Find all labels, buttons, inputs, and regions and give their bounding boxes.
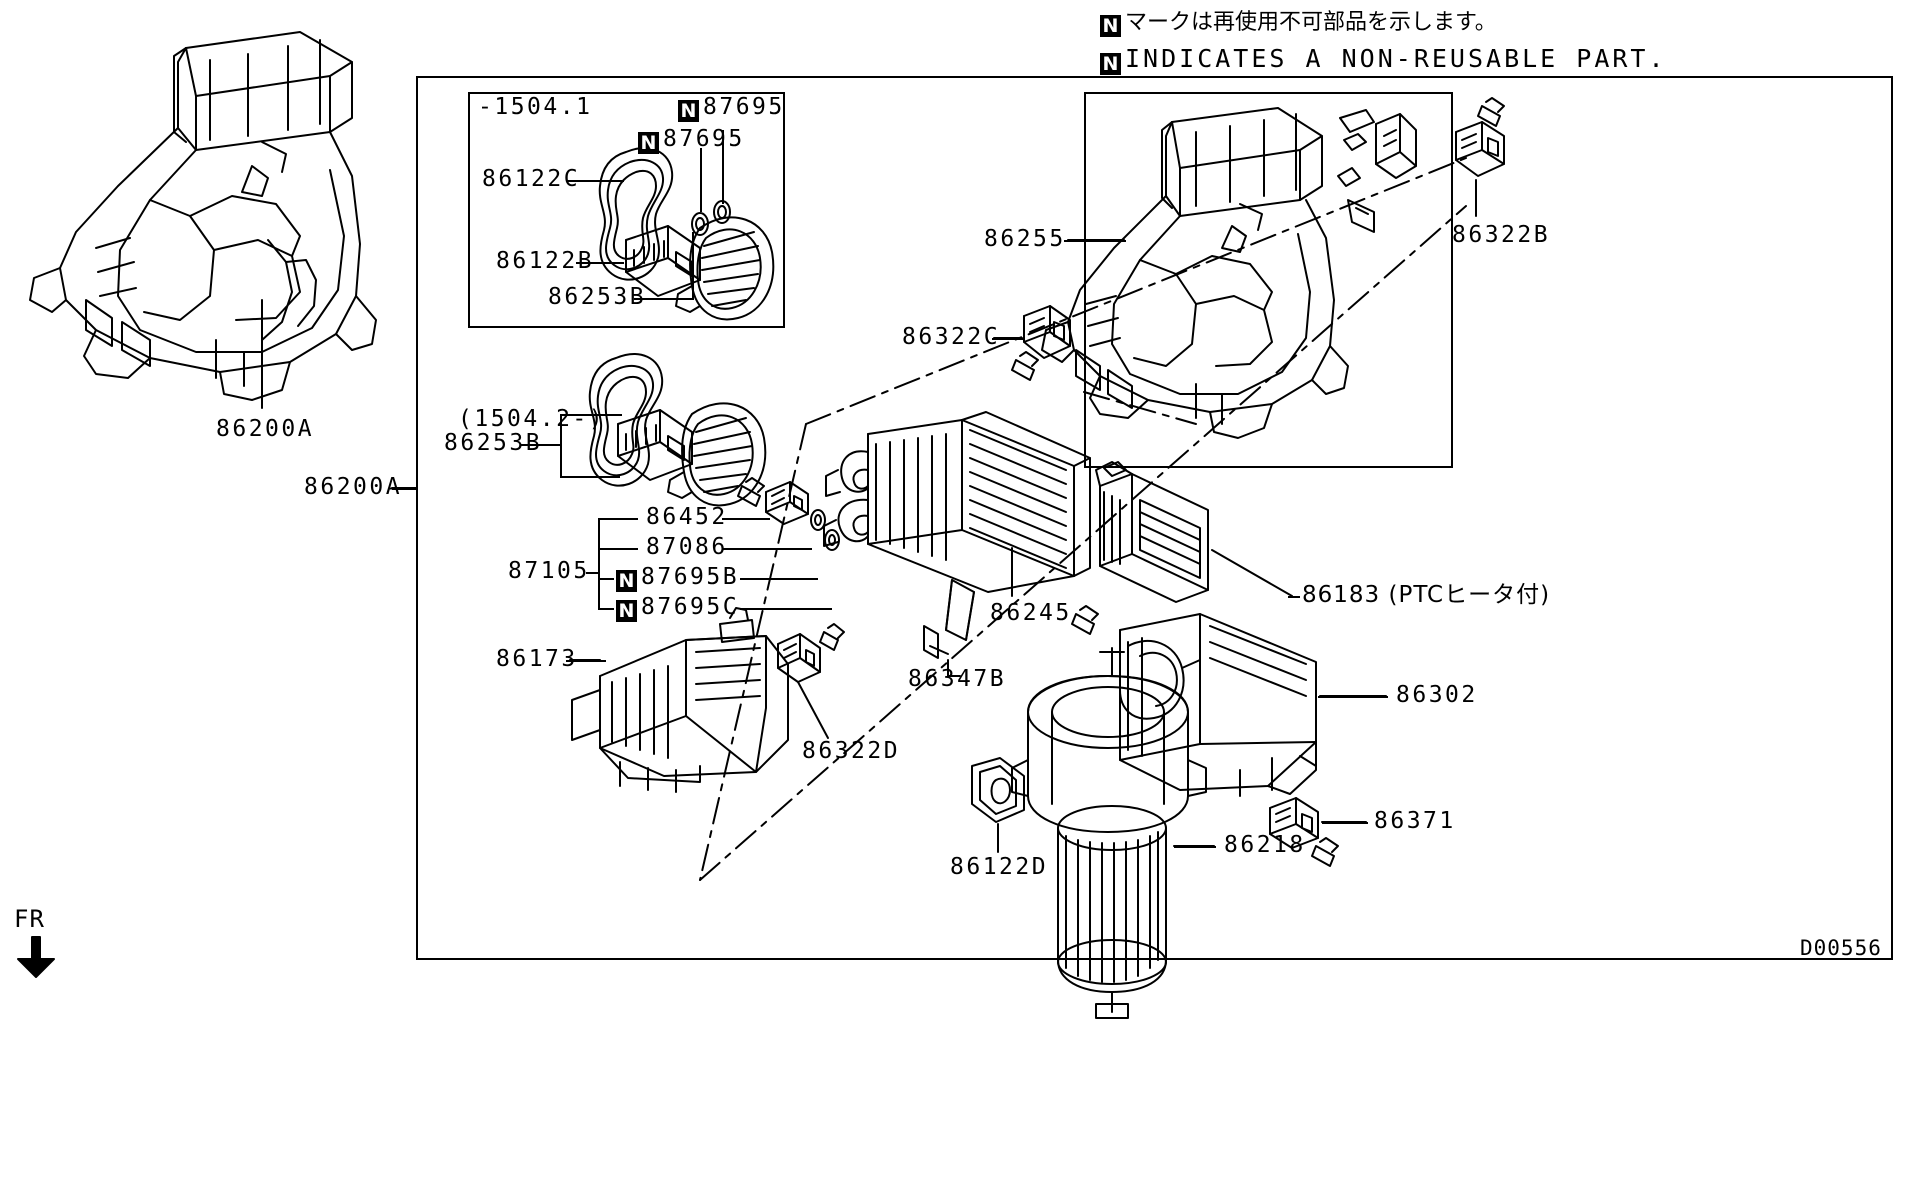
inset-callout-86122b: 86122B bbox=[496, 248, 595, 274]
callout-86245: 86245 bbox=[990, 600, 1072, 626]
leader-rule-86371 bbox=[1322, 822, 1368, 824]
bracket-86253b-v2-bot bbox=[560, 476, 620, 478]
leader-87105 bbox=[586, 572, 600, 574]
non-reusable-badge-icon-3: N bbox=[678, 100, 699, 122]
callout-87105: 87105 bbox=[508, 558, 590, 584]
bracket-87105-r3 bbox=[598, 578, 614, 580]
leader-rule-86255 bbox=[1064, 240, 1126, 242]
non-reusable-badge-icon-6: N bbox=[616, 600, 637, 622]
non-reusable-badge-icon-4: N bbox=[638, 132, 659, 154]
leader-rule-86253b-inset bbox=[634, 298, 692, 300]
callout-variant-1504-2: (1504.2-) bbox=[458, 406, 606, 432]
legend-jp-text: マークは再使用不可部品を示します。 bbox=[1125, 10, 1497, 35]
leader-rule-86200a-left bbox=[392, 488, 418, 490]
leader-rule-87695-b bbox=[722, 130, 724, 204]
callout-86347b: 86347B bbox=[908, 666, 1007, 692]
callout-86322c: 86322C bbox=[902, 324, 1001, 350]
orientation-label: FR bbox=[14, 905, 45, 933]
leader-rule-86173 bbox=[566, 660, 606, 662]
leader-rule-86452 bbox=[722, 518, 770, 520]
callout-86200a-upper: 86200A bbox=[216, 416, 315, 442]
leader-rule-87695b bbox=[740, 578, 818, 580]
leader-rule-87695c bbox=[740, 608, 832, 610]
leader-rule-86122c bbox=[566, 180, 624, 182]
bracket-86253b-v2 bbox=[560, 414, 562, 476]
leader-rule-86183 bbox=[1288, 596, 1300, 598]
leader-rule-86322c bbox=[992, 338, 1024, 340]
inset-variant-label: -1504.1 bbox=[478, 94, 593, 120]
bracket-87105-r1 bbox=[598, 518, 638, 520]
leader-rule-87086 bbox=[722, 548, 812, 550]
callout-86322d: 86322D bbox=[802, 738, 901, 764]
callout-86371: 86371 bbox=[1374, 808, 1456, 834]
bracket-87105-r4 bbox=[598, 608, 614, 610]
art-86200a-assembly bbox=[29, 31, 377, 401]
leader-rule-86122b bbox=[576, 262, 624, 264]
legend-en-text: INDICATES A NON-REUSABLE PART. bbox=[1125, 44, 1667, 73]
callout-87086: 87086 bbox=[646, 534, 728, 560]
callout-86200a-left: 86200A bbox=[304, 474, 403, 500]
orientation-marker: FR bbox=[14, 905, 64, 983]
bracket-86253b-v2-top bbox=[560, 414, 622, 416]
callout-86322b: 86322B bbox=[1452, 222, 1551, 248]
callout-86253b: 86253B bbox=[444, 430, 543, 456]
callout-86122d: 86122D bbox=[950, 854, 1049, 880]
diagram-code: D00556 bbox=[1800, 936, 1882, 960]
callout-86173: 86173 bbox=[496, 646, 578, 672]
callout-86218: 86218 bbox=[1224, 832, 1306, 858]
non-reusable-badge-icon-2: N bbox=[1100, 53, 1121, 75]
inset-callout-86253b: 86253B bbox=[548, 284, 647, 310]
upper-unit-frame bbox=[1084, 92, 1453, 468]
leader-rule-86253b-v2 bbox=[520, 444, 562, 446]
callout-86255: 86255 bbox=[984, 226, 1066, 252]
bracket-87105 bbox=[598, 518, 600, 610]
inset-callout-86122c: 86122C bbox=[482, 166, 581, 192]
non-reusable-badge-icon: N bbox=[1100, 15, 1121, 37]
leader-rule-86218 bbox=[1174, 846, 1216, 848]
callout-86183: 86183 (PTCヒータ付) bbox=[1302, 582, 1551, 608]
leader-rule-86302 bbox=[1318, 696, 1388, 698]
non-reusable-badge-icon-5: N bbox=[616, 570, 637, 592]
leader-rule-87695-a bbox=[700, 148, 702, 212]
front-direction-arrow-icon bbox=[17, 936, 55, 978]
callout-86452: 86452 bbox=[646, 504, 728, 530]
leader-rule-86253b-inset-v bbox=[692, 232, 694, 300]
callout-86302: 86302 bbox=[1396, 682, 1478, 708]
bracket-87105-r2 bbox=[598, 548, 638, 550]
